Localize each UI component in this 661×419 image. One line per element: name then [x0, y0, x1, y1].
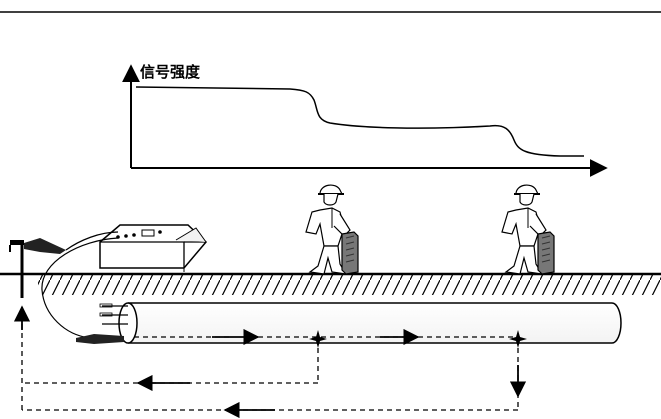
fault-point-icon: [309, 330, 527, 348]
ground-clamp-icon: [24, 238, 66, 254]
signal-generator-icon: [99, 224, 208, 272]
ground: [0, 272, 661, 295]
generator-cable-to-rod: [65, 231, 119, 251]
operator-icon: [501, 184, 555, 275]
y-axis-label: 信号强度: [140, 63, 201, 81]
receiver-icon: [341, 231, 359, 275]
generator-cable-to-pipe: [41, 237, 119, 339]
return-current-path: [13, 305, 527, 419]
signal-curve: [135, 86, 584, 157]
signal-chart: 信号强度: [122, 63, 608, 177]
receiver-icon: [537, 231, 555, 275]
pipe-clamp-icon: [76, 334, 124, 344]
soil-hatching: [38, 275, 661, 295]
operator-icon: [305, 184, 359, 275]
ground-rod-icon: [9, 238, 66, 298]
